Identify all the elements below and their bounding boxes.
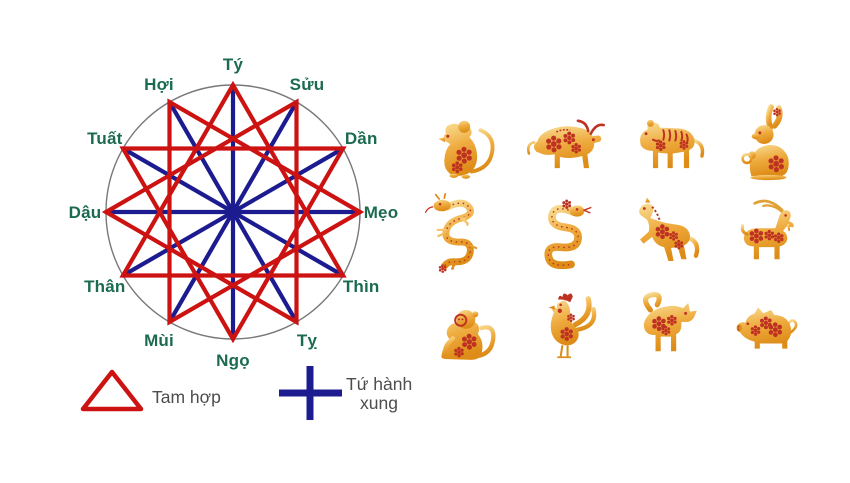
tam-hop-triangles bbox=[101, 80, 365, 344]
sign-label-goat: Mùi bbox=[144, 331, 174, 350]
rabbit-icon bbox=[741, 104, 789, 181]
zodiac-animal-dragon bbox=[415, 190, 515, 282]
zodiac-animal-rat bbox=[415, 98, 515, 190]
tam-hop-triangle bbox=[119, 80, 347, 278]
sign-label-monkey: Thân bbox=[84, 277, 125, 296]
sign-label-dragon: Thìn bbox=[343, 277, 380, 296]
sign-label-snake: Tỵ bbox=[297, 331, 318, 350]
sign-label-dog: Tuất bbox=[87, 129, 123, 148]
zodiac-animal-ox bbox=[515, 98, 615, 190]
zodiac-animal-pig bbox=[715, 282, 815, 374]
zodiac-animal-snake bbox=[515, 190, 615, 282]
rooster-icon bbox=[548, 293, 597, 359]
tam-hop-triangle bbox=[119, 146, 347, 344]
zodiac-animals-grid bbox=[415, 98, 815, 374]
rat-icon bbox=[438, 120, 495, 179]
tam-hop-triangle bbox=[167, 98, 365, 326]
sign-label-rooster: Dậu bbox=[69, 203, 102, 222]
sign-label-cat: Mẹo bbox=[364, 203, 399, 222]
zodiac-animal-tiger bbox=[615, 98, 715, 190]
dog-icon bbox=[643, 291, 697, 352]
monkey-icon bbox=[441, 309, 496, 360]
tu-hanh-xung-lines bbox=[103, 82, 363, 342]
sign-label-tiger: Dần bbox=[345, 129, 378, 148]
zodiac-animal-rabbit bbox=[715, 98, 815, 190]
sign-label-ox: Sửu bbox=[290, 75, 325, 94]
tu-hanh-xung-legend-label-line2: xung bbox=[360, 393, 398, 413]
horse-icon bbox=[639, 197, 700, 261]
tam-hop-legend-label: Tam hợp bbox=[152, 387, 221, 407]
snake-icon bbox=[544, 199, 592, 270]
sign-label-pig: Hợi bbox=[144, 75, 174, 94]
ox-icon bbox=[526, 119, 605, 169]
tu-hanh-xung-legend-label-line1: Tứ hành bbox=[346, 374, 412, 394]
sign-label-horse: Ngọ bbox=[216, 351, 250, 370]
zodiac-animal-monkey bbox=[415, 282, 515, 374]
goat-icon bbox=[740, 199, 794, 260]
tam-hop-triangle bbox=[101, 98, 299, 326]
tu-hanh-xung-line bbox=[167, 99, 299, 325]
legend: Tam hợp Tứ hành xung bbox=[80, 366, 412, 420]
dragon-icon bbox=[424, 193, 478, 273]
sign-label-rat: Tý bbox=[223, 55, 244, 74]
zodiac-animal-goat bbox=[715, 190, 815, 282]
tiger-icon bbox=[640, 119, 705, 169]
zodiac-animal-dog bbox=[615, 282, 715, 374]
tam-hop-legend-triangle-icon bbox=[80, 369, 144, 412]
pig-icon bbox=[736, 307, 798, 349]
zodiac-animal-rooster bbox=[515, 282, 615, 374]
zodiac-animal-horse bbox=[615, 190, 715, 282]
